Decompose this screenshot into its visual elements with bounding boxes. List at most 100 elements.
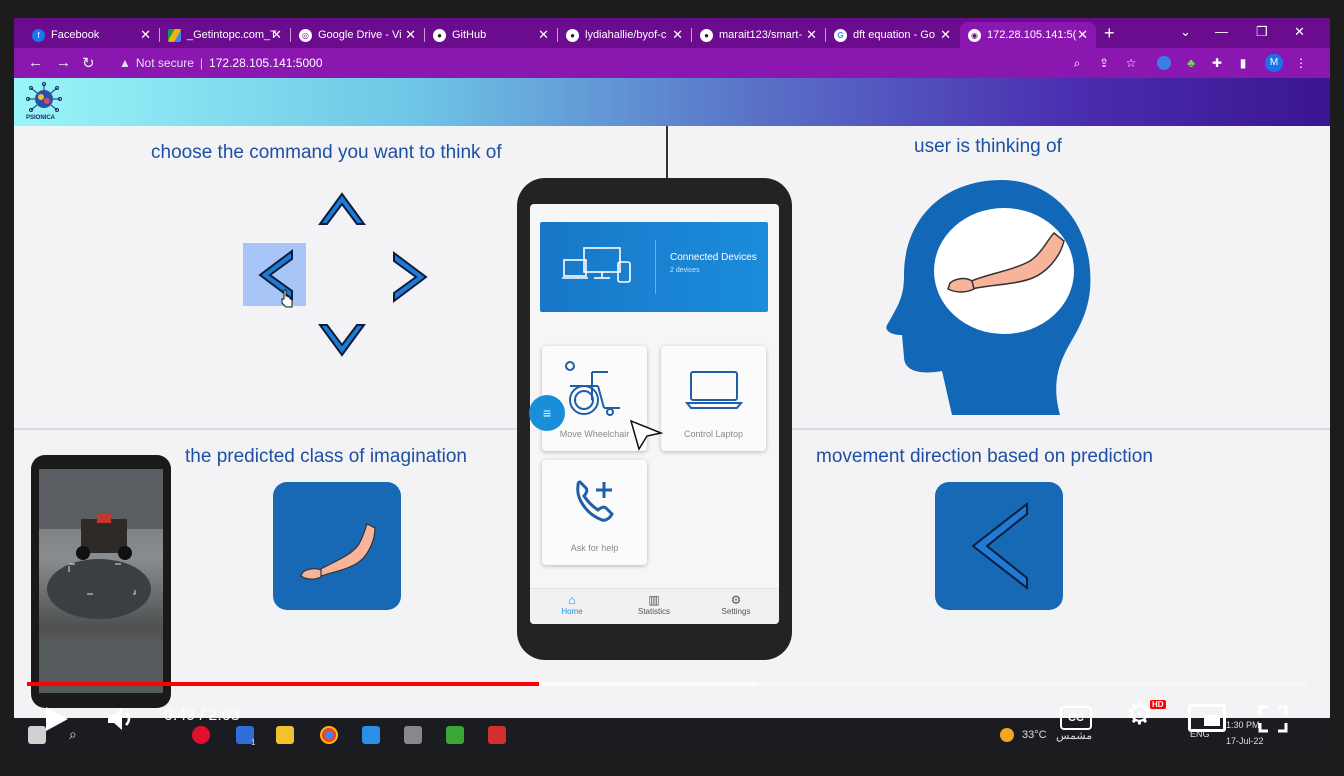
arrow-left-button[interactable]: [252, 248, 298, 302]
arrow-right-button[interactable]: [388, 250, 434, 304]
close-icon[interactable]: ✕: [806, 27, 817, 42]
close-icon[interactable]: ✕: [538, 27, 549, 42]
tab-separator: [424, 28, 425, 42]
tab-github[interactable]: ● GitHub ✕: [425, 22, 557, 48]
tile-ask-for-help[interactable]: Ask for help: [542, 460, 647, 565]
reload-icon[interactable]: ↻: [82, 55, 95, 72]
tab-search-icon[interactable]: ⌄: [1180, 24, 1191, 39]
close-icon[interactable]: ✕: [405, 27, 416, 42]
extensions-puzzle-icon[interactable]: ✚: [1211, 56, 1223, 70]
fullscreen-icon[interactable]: [1258, 705, 1288, 733]
mail-badge: 1: [251, 738, 256, 747]
nav-settings[interactable]: ⚙ Settings: [706, 593, 766, 616]
miniplayer-icon[interactable]: [1188, 704, 1226, 732]
recorder-icon[interactable]: [488, 726, 506, 744]
captions-button[interactable]: CC: [1060, 706, 1092, 730]
movement-direction-title: movement direction based on prediction: [816, 446, 1153, 467]
app-icon[interactable]: [404, 726, 422, 744]
restore-icon[interactable]: ❐: [1256, 24, 1268, 39]
date: 17-Jul-22: [1226, 736, 1264, 746]
camtasia-icon[interactable]: [446, 726, 464, 744]
tab-google-drive[interactable]: ◎ Google Drive - Vi ✕: [291, 22, 424, 48]
video-time: 0:49 / 2:03: [164, 707, 240, 724]
divider: [655, 240, 656, 294]
connected-devices-title: Connected Devices: [670, 252, 757, 263]
tab-title: 172.28.105.141:5(: [987, 29, 1077, 41]
camera-preview: [39, 469, 163, 693]
window-close-icon[interactable]: ✕: [1294, 24, 1305, 39]
tab-marait123[interactable]: ● marait123/smart- ✕: [692, 22, 825, 48]
nav-statistics[interactable]: ▥ Statistics: [624, 593, 684, 616]
profile-avatar[interactable]: M: [1265, 54, 1283, 72]
side-panel-icon[interactable]: ▮: [1239, 56, 1247, 70]
close-icon[interactable]: ✕: [940, 27, 951, 42]
windows-start-icon[interactable]: [28, 726, 46, 744]
settings-gear-icon[interactable]: ⚙: [1126, 698, 1153, 731]
tab-separator: [159, 28, 160, 42]
menu-icon: ≡: [542, 405, 552, 421]
tab-facebook[interactable]: f Facebook ✕: [24, 22, 159, 48]
close-icon[interactable]: ✕: [672, 27, 683, 42]
tab-active-local-server[interactable]: ◉ 172.28.105.141:5( ✕: [960, 22, 1096, 48]
search-icon[interactable]: ⌕: [69, 726, 77, 742]
extension-icon[interactable]: ♣: [1187, 56, 1195, 70]
left-command-highlight[interactable]: [243, 243, 306, 306]
close-icon[interactable]: ✕: [1077, 27, 1088, 42]
played-bar: [27, 682, 539, 686]
statistics-icon: ▥: [648, 593, 660, 607]
phone-screen: Connected Devices 2 devices Move Wheel: [530, 204, 779, 624]
nav-home[interactable]: ⌂ Home: [542, 593, 602, 616]
mouse-pointer-icon: [629, 419, 663, 451]
address-bar[interactable]: ▲ Not secure | 172.28.105.141:5000: [119, 54, 323, 72]
close-icon[interactable]: ✕: [140, 27, 151, 42]
close-icon[interactable]: ✕: [271, 27, 282, 42]
mail-icon[interactable]: [236, 726, 254, 744]
tile-label: Control Laptop: [683, 429, 744, 439]
language-indicator[interactable]: ENG: [1190, 729, 1210, 739]
tile-control-laptop[interactable]: Control Laptop: [661, 346, 766, 451]
connected-devices-card[interactable]: Connected Devices 2 devices: [540, 222, 768, 312]
arrow-up-button[interactable]: [317, 188, 367, 228]
volume-icon[interactable]: [106, 705, 136, 733]
tile-label: Ask for help: [570, 543, 619, 553]
wheelchair-icon: [565, 361, 620, 416]
tab-separator: [290, 28, 291, 42]
play-icon[interactable]: [44, 705, 70, 733]
opera-icon[interactable]: [192, 726, 210, 744]
tab-dft-equation[interactable]: G dft equation - Go ✕: [826, 22, 959, 48]
tab-getintopc[interactable]: _Getintopc.com_T ✕: [160, 22, 290, 48]
floating-menu-button[interactable]: ≡: [529, 395, 565, 431]
security-label: Not secure: [135, 56, 194, 70]
extension-icon[interactable]: [1157, 56, 1171, 70]
tile-move-wheelchair[interactable]: Move Wheelchair: [542, 346, 647, 451]
bookmark-star-icon[interactable]: ☆: [1125, 56, 1137, 70]
new-tab-button[interactable]: +: [1104, 23, 1115, 43]
facebook-icon: f: [32, 28, 45, 42]
phone-add-icon: [576, 480, 614, 522]
connected-devices-count: 2 devices: [670, 267, 700, 274]
browser-toolbar: ← → ↻ ▲ Not secure | 172.28.105.141:5000…: [14, 48, 1330, 78]
tab-separator: [825, 28, 826, 42]
zoom-icon[interactable]: ⌕: [1073, 56, 1081, 70]
phone-mockup: Connected Devices 2 devices Move Wheel: [517, 178, 792, 660]
vscode-icon[interactable]: [362, 726, 380, 744]
tab-separator: [691, 28, 692, 42]
back-icon[interactable]: ←: [28, 54, 43, 71]
weather-sun-icon: [1000, 728, 1014, 742]
web-page: PSIONICA choose the command you want to …: [14, 78, 1330, 718]
kebab-menu-icon[interactable]: ⋮: [1295, 56, 1307, 70]
browser-tab-bar: f Facebook ✕ _Getintopc.com_T ✕ ◎ Google…: [14, 18, 1330, 48]
globe-icon: ◉: [968, 28, 981, 42]
arrow-left-icon: [971, 501, 1028, 591]
minimize-icon[interactable]: —: [1215, 24, 1228, 39]
tab-lydiahallie[interactable]: ● lydiahallie/byof-c ✕: [558, 22, 691, 48]
nav-label: Home: [561, 607, 583, 616]
nav-label: Statistics: [637, 607, 670, 616]
video-progress-bar[interactable]: [27, 682, 1307, 686]
miniplayer-inner: [1204, 715, 1220, 726]
file-explorer-icon[interactable]: [276, 726, 294, 744]
chrome-icon[interactable]: [320, 726, 338, 744]
arrow-down-button[interactable]: [317, 321, 367, 361]
share-icon[interactable]: ⇪: [1098, 56, 1110, 70]
forward-icon[interactable]: →: [56, 54, 71, 71]
